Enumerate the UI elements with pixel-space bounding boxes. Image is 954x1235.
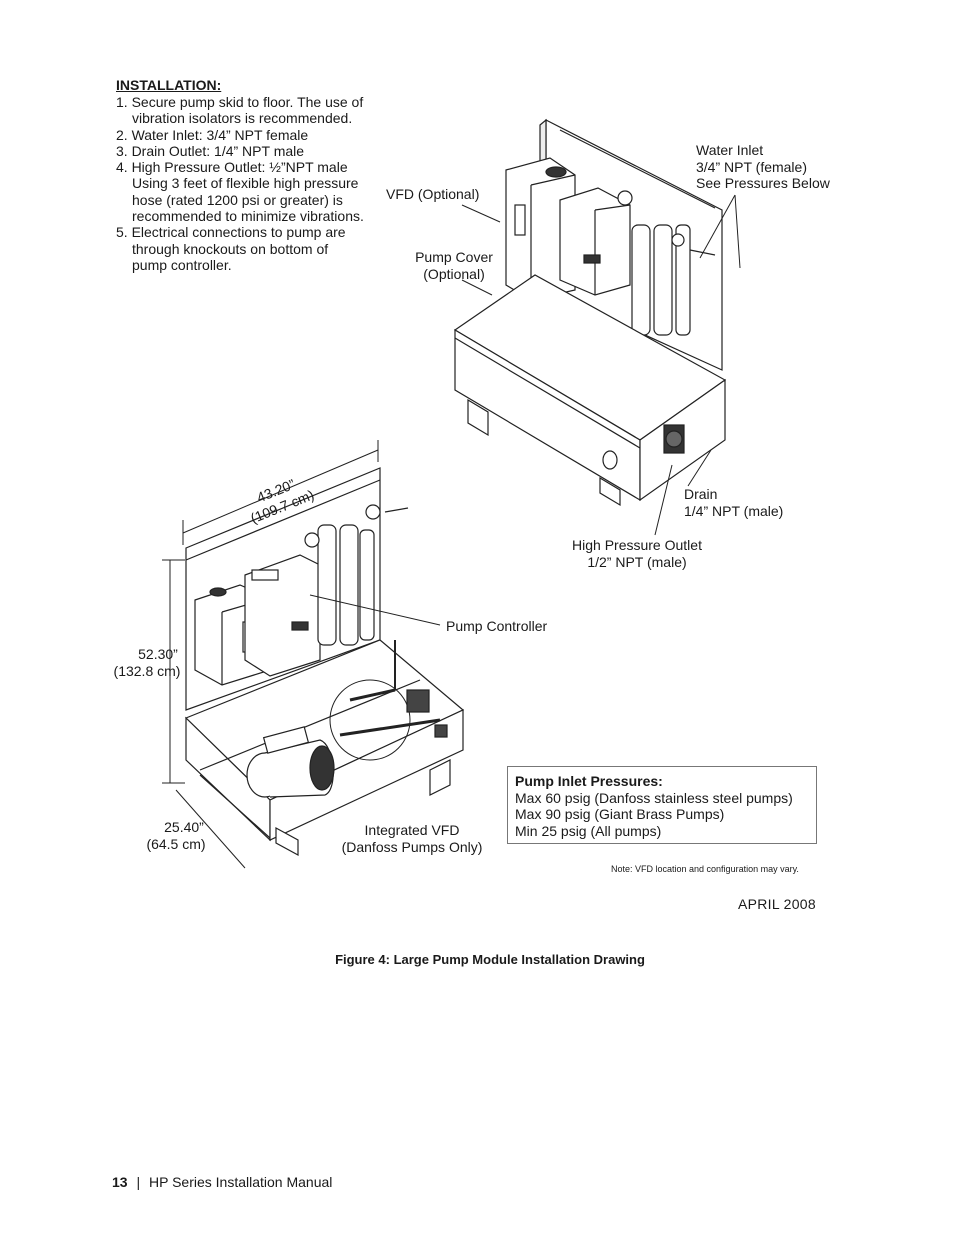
integrated-vfd-line: Integrated VFD [364,822,460,838]
pump-cover-line: (Optional) [423,265,485,282]
water-inlet-line: See Pressures Below [696,175,830,191]
installation-line: 5. Electrical connections to pump are [116,224,346,241]
drain-line: Drain [684,486,718,502]
installation-steps: 1. Secure pump skid to floor. The use of… [116,94,364,273]
installation-line: through knockouts on bottom of [132,240,329,257]
hp-outlet-line: High Pressure Outlet [572,537,702,553]
depth-in: 25.40” [164,819,204,835]
page-footer: 13 | HP Series Installation Manual [112,1174,332,1190]
vfd-note: Note: VFD location and configuration may… [611,864,799,874]
installation-title: INSTALLATION: [116,77,222,93]
pump-inlet-pressures-box: Pump Inlet Pressures: Max 60 psig (Danfo… [507,766,817,844]
footer-separator: | [136,1174,141,1190]
water-inlet-label: Water Inlet 3/4” NPT (female) See Pressu… [696,142,830,192]
installation-line: vibration isolators is recommended. [132,110,353,127]
drawing-date: APRIL 2008 [738,896,816,912]
height-cm: (132.8 cm) [113,662,181,679]
drain-line: 1/4” NPT (male) [684,502,784,519]
water-inlet-line: Water Inlet [696,142,764,158]
pressure-line: Min 25 psig (All pumps) [515,822,662,839]
installation-line: Using 3 feet of flexible high pressure [132,175,359,192]
pressure-line: Max 60 psig (Danfoss stainless steel pum… [515,789,793,806]
installation-line: recommended to minimize vibrations. [132,208,364,225]
pump-cover-label: Pump Cover (Optional) [404,249,504,282]
integrated-vfd-line: (Danfoss Pumps Only) [341,838,483,855]
leader-arrows [309,194,741,626]
depth-cm: (64.5 cm) [146,835,206,852]
pump-cover-line: Pump Cover [415,249,493,265]
height-in: 52.30” [138,646,178,662]
dimension-lines [162,440,379,869]
installation-line: 4. High Pressure Outlet: ½”NPT male [116,159,348,176]
lower-module-illustration [184,467,465,857]
page-number: 13 [112,1174,128,1190]
depth-dimension-label: 25.40” (64.5 cm) [138,819,214,852]
high-pressure-outlet-label: High Pressure Outlet 1/2” NPT (male) [566,537,708,570]
pump-controller-label: Pump Controller [446,618,548,634]
installation-line: 2. Water Inlet: 3/4” NPT female [116,126,309,143]
installation-line: pump controller. [132,256,232,273]
vfd-optional-label: VFD (Optional) [386,186,480,202]
footer-title: HP Series Installation Manual [149,1174,333,1190]
hp-outlet-line: 1/2” NPT (male) [587,553,687,570]
upper-module-illustration [453,118,727,507]
drain-label: Drain 1/4” NPT (male) [684,486,783,519]
installation-line: 3. Drain Outlet: 1/4” NPT male [116,142,305,159]
height-dimension-label: 52.30” (132.8 cm) [106,646,188,679]
pressure-line: Max 90 psig (Giant Brass Pumps) [515,806,725,822]
water-inlet-line: 3/4” NPT (female) [696,158,807,175]
figure-caption: Figure 4: Large Pump Module Installation… [335,952,645,967]
integrated-vfd-label: Integrated VFD (Danfoss Pumps Only) [336,822,488,855]
installation-line: hose (rated 1200 psi or greater) is [132,191,343,208]
installation-line: 1. Secure pump skid to floor. The use of [116,94,364,110]
pressures-title: Pump Inlet Pressures: [515,773,663,789]
